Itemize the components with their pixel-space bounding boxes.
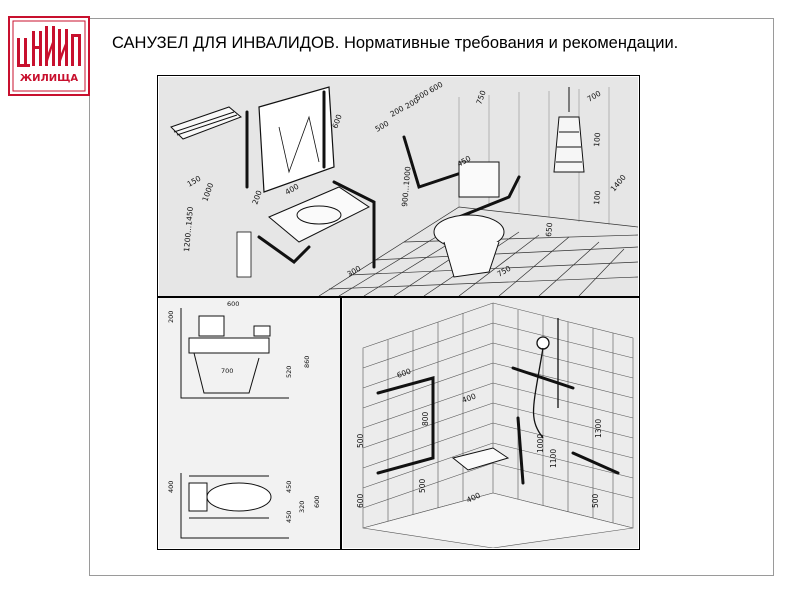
toilet-elevation-icon [180,308,289,399]
dim-label: 600 [356,493,365,508]
mirror-icon [258,86,335,193]
dim-label: 860 [303,356,311,368]
dim-label: 450 [285,511,293,523]
figure-panel-toilet: 600 200 700 520 860 400 450 450 320 600 [159,298,340,548]
logo-emblem: ЖИЛИЩА [8,16,90,96]
dim-label: 400 [167,481,175,493]
shower-seat-icon [451,447,510,471]
shower-head-icon [532,318,559,439]
panel-divider [158,296,639,298]
wall-tiles-icon [362,302,634,548]
slide-frame [89,18,774,576]
logo: ЖИЛИЩА [8,16,90,96]
dim-label: 600 [227,300,239,308]
dim-label: 1200...1450 [182,206,195,252]
logo-subtitle: ЖИЛИЩА [20,73,79,84]
washbasin-icon [268,186,370,243]
dim-label: 450 [285,481,293,493]
dim-label: 520 [285,366,293,378]
dim-label: 100 [592,132,602,147]
dim-label: 1000 [536,434,545,453]
logo-letters-icon [17,26,81,67]
dim-label: 650 [544,222,554,237]
dim-label: 500 [591,493,600,508]
lift-handle-icon [553,87,585,173]
dim-label: 900...1000 [400,166,413,207]
toilet-plan-icon [180,473,289,539]
dim-label: 800 [421,411,430,426]
shower-grab-bar-icon [376,366,620,485]
dim-label: 700 [221,367,233,375]
dim-label: 600 [313,496,321,508]
dim-label: 200 [167,311,175,323]
dim-label: 500 [356,433,365,448]
panel-divider [340,297,342,549]
shelf-icon [170,106,242,140]
figure-panel-shower: 600 400 800 500 600 500 400 1000 1100 13… [343,298,638,548]
dim-label: 500 [418,478,427,493]
figure: 600 500 200 200 500 600 1000 1200...1450… [157,75,640,550]
figure-panel-overview: 600 500 200 200 500 600 1000 1200...1450… [159,77,638,296]
towel-icon [236,231,252,278]
dim-label: 1100 [549,449,558,468]
dim-label: 1300 [594,419,603,438]
dim-label: 100 [592,190,602,205]
page-title: САНУЗЕЛ ДЛЯ ИНВАЛИДОВ. Нормативные требо… [112,34,679,52]
dim-label: 320 [298,501,306,513]
toilet-icon [433,161,505,278]
